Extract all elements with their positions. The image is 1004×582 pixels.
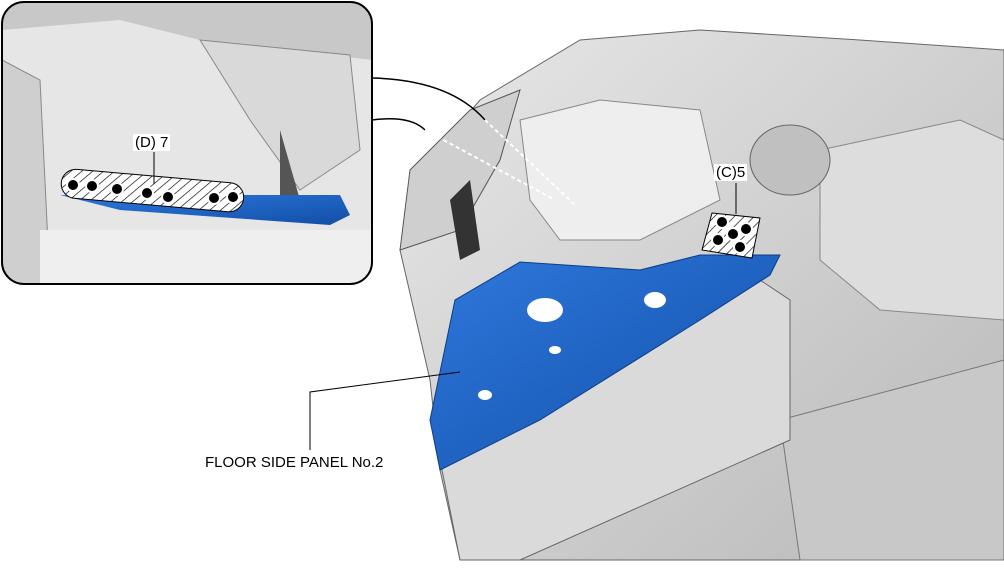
weld-label-d: (D) 7 bbox=[133, 134, 171, 151]
floor-side-panel bbox=[429, 254, 781, 471]
callout-curve-bottom bbox=[371, 118, 426, 131]
part-name-label: FLOOR SIDE PANEL No.2 bbox=[203, 454, 386, 471]
callout-curve-top bbox=[371, 77, 486, 121]
weld-group-c bbox=[701, 183, 761, 259]
detail-inset bbox=[1, 1, 373, 285]
part-leader-line bbox=[309, 371, 461, 450]
weld-label-c: (C)5 bbox=[714, 164, 748, 181]
